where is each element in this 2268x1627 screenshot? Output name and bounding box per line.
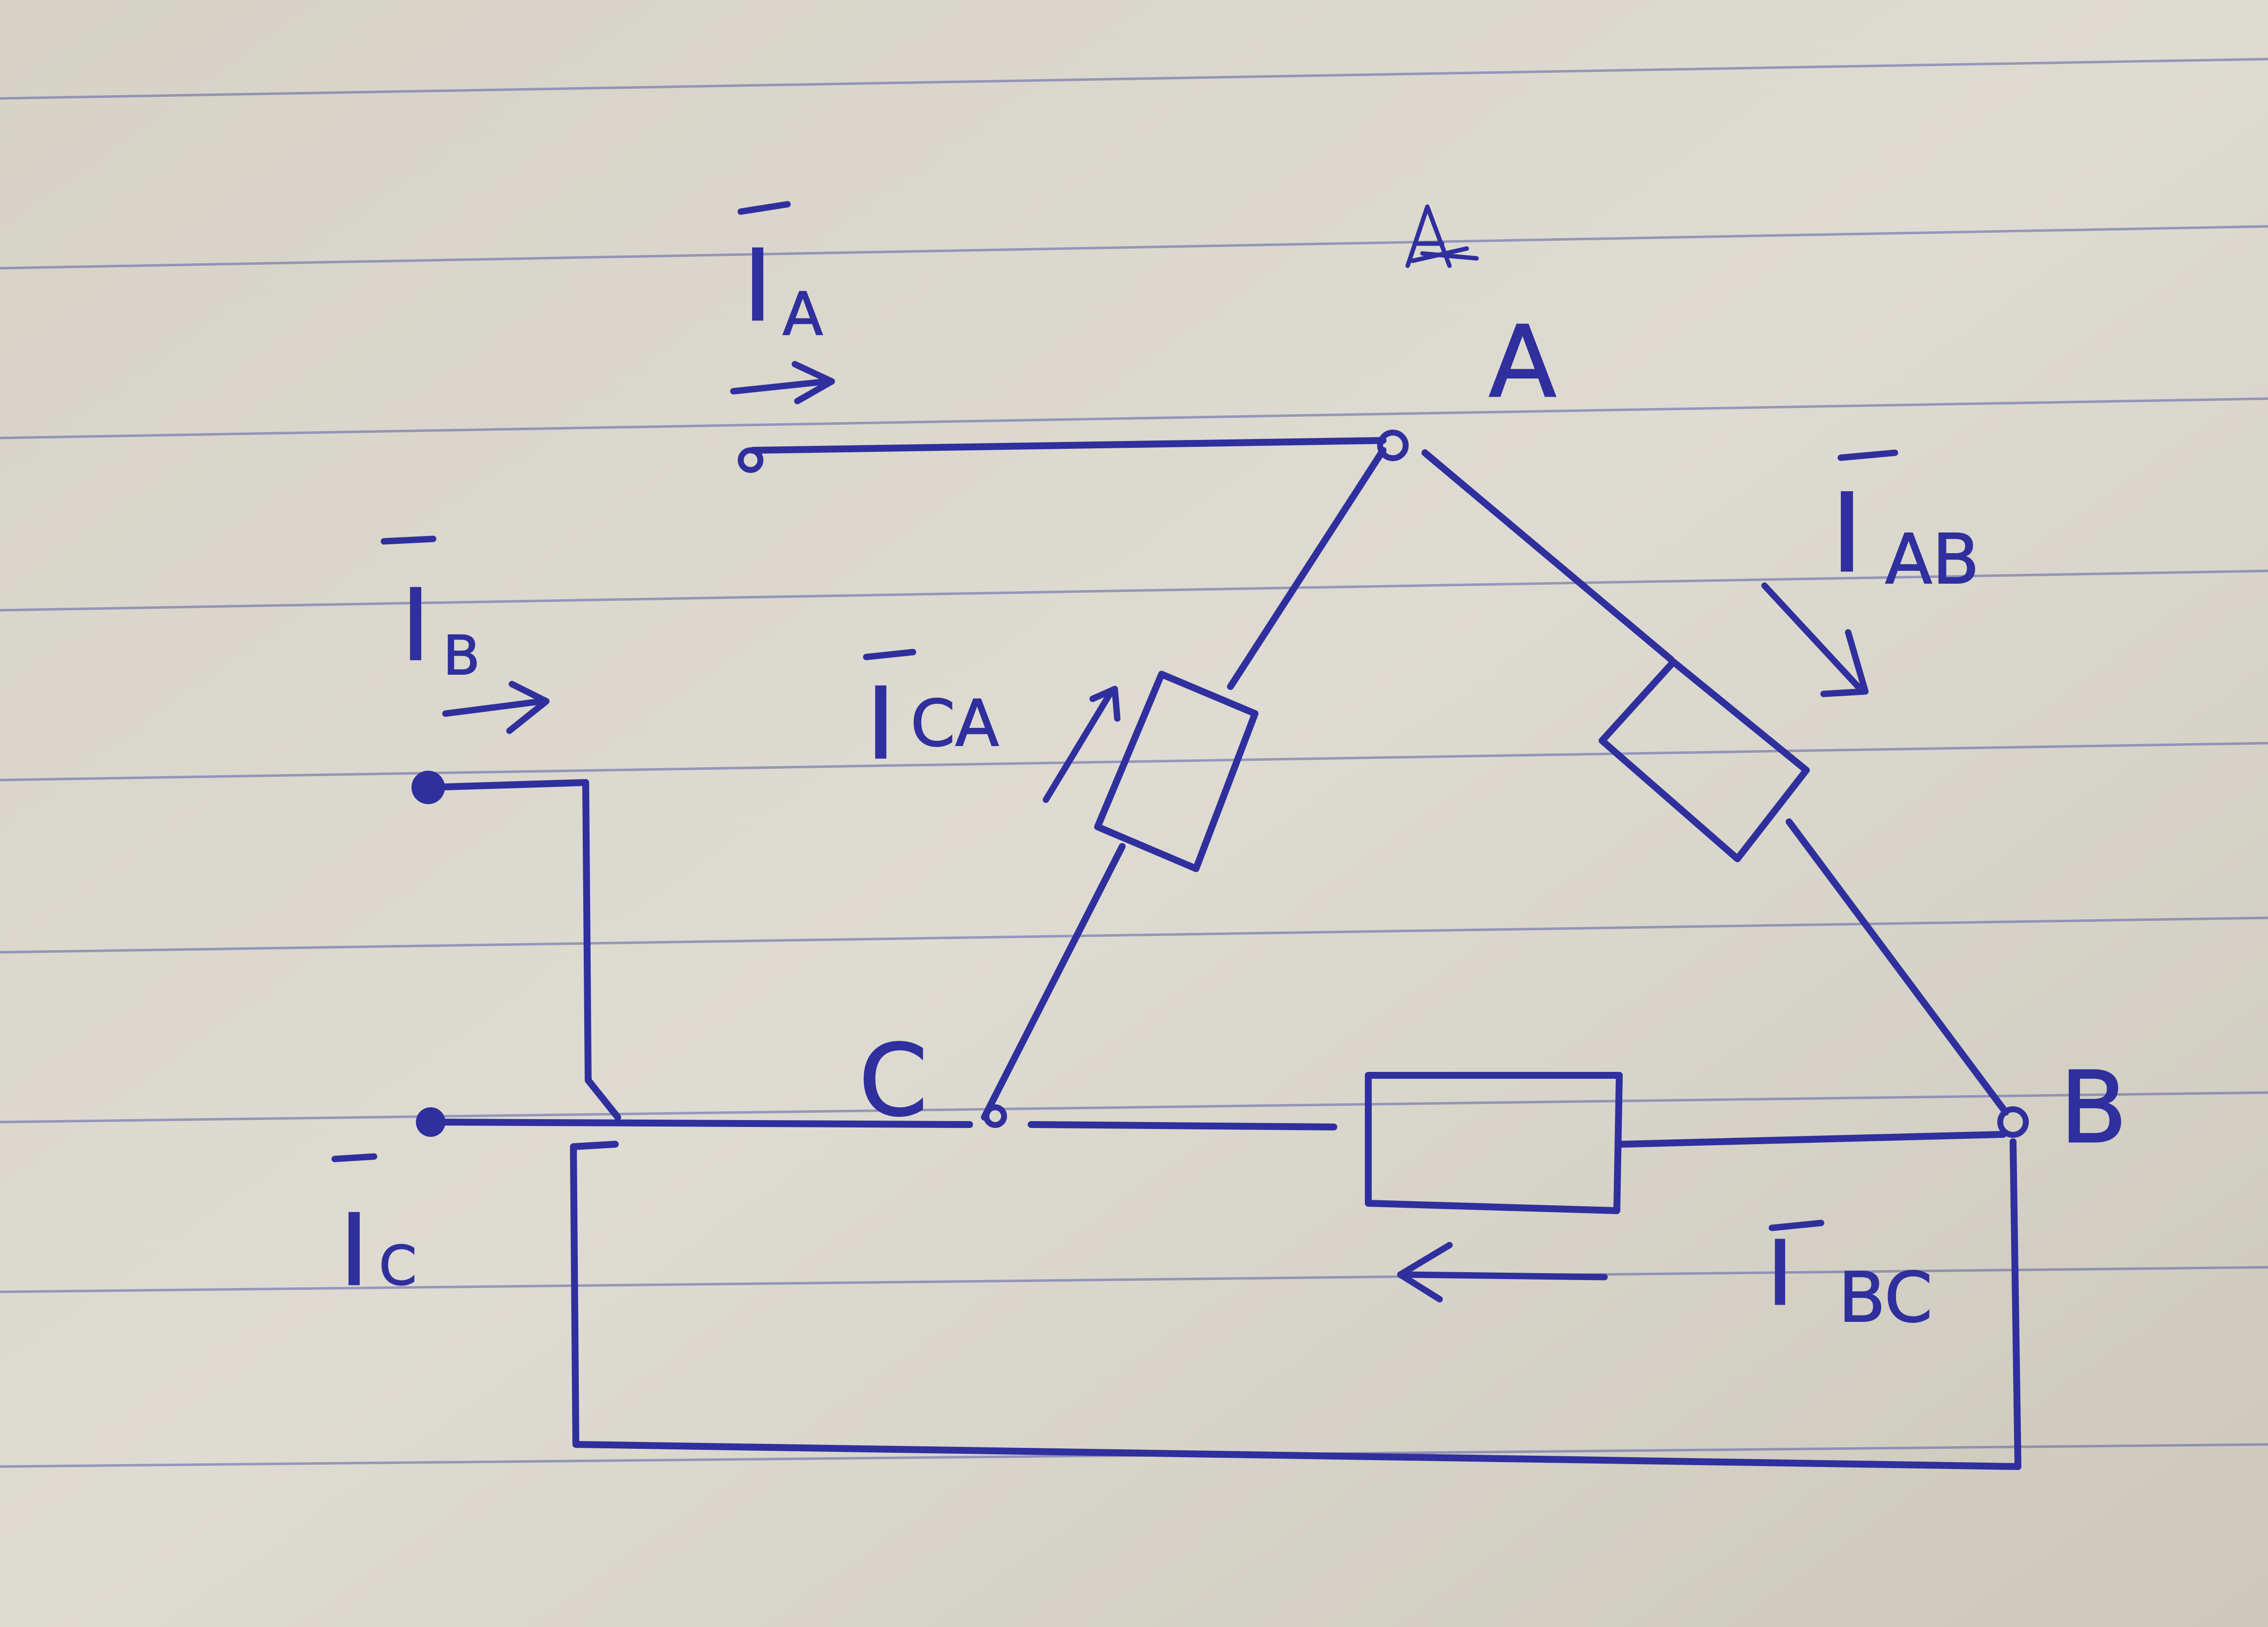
label-ia-main: I <box>743 229 772 344</box>
node-a <box>1377 430 1409 461</box>
circuit <box>411 430 2029 1470</box>
label-ica: I CA <box>863 649 1000 782</box>
current-arrows <box>442 361 1869 1303</box>
label-ibc: I BC <box>1766 1220 1933 1339</box>
label-iab: I AB <box>1830 449 1980 600</box>
arrow-ibc <box>1397 1242 1608 1303</box>
terminal-b <box>411 771 445 804</box>
arrow-iab <box>1761 582 1869 697</box>
arrow-ica <box>1042 686 1121 803</box>
label-ic-sub: C <box>379 1234 417 1297</box>
label-ic-main: I <box>340 1193 369 1308</box>
node-label-c: C <box>859 1024 928 1138</box>
label-ic: I C <box>331 1153 417 1309</box>
resistor-ca <box>1094 671 1259 872</box>
wire-rbc-to-b <box>1618 1131 2007 1148</box>
label-iab-main: I <box>1831 470 1863 596</box>
node-label-a: A <box>1489 305 1556 420</box>
arrow-ib <box>442 681 550 734</box>
wire-bottom-loop <box>570 1138 2021 1470</box>
label-ib-sub: B <box>443 624 480 687</box>
wire-line-b <box>425 779 621 1121</box>
scribble-mark <box>1405 204 1479 268</box>
resistor-ab <box>1599 658 1810 862</box>
node-b <box>1997 1106 2029 1138</box>
label-ica-sub: CA <box>911 686 999 761</box>
wire-rab-to-b <box>1786 818 2009 1116</box>
wire-a-to-rab <box>1421 449 1674 663</box>
label-ib-main: I <box>401 568 430 683</box>
label-ibc-sub: BC <box>1838 1258 1932 1338</box>
wire-c-to-rbc <box>1028 1121 1337 1130</box>
wire-a-to-rca <box>1227 447 1386 690</box>
label-iab-sub: AB <box>1885 520 1980 600</box>
labels: A B C I A I B I C I CA I <box>331 201 2128 1339</box>
wire-line-a <box>750 437 1386 454</box>
label-ib: I B <box>380 535 480 688</box>
label-ia: I A <box>737 201 823 349</box>
node-c <box>983 1104 1007 1128</box>
terminal-c <box>416 1107 445 1137</box>
label-ia-sub: A <box>783 281 823 349</box>
wire-line-c <box>430 1119 973 1128</box>
resistor-bc <box>1365 1072 1623 1214</box>
arrow-ia <box>730 361 835 405</box>
terminal-a <box>738 447 763 473</box>
node-label-b: B <box>2060 1051 2127 1165</box>
label-ibc-main: I <box>1767 1222 1793 1325</box>
label-ica-main: I <box>866 667 895 782</box>
wire-rca-to-c <box>981 843 1126 1121</box>
